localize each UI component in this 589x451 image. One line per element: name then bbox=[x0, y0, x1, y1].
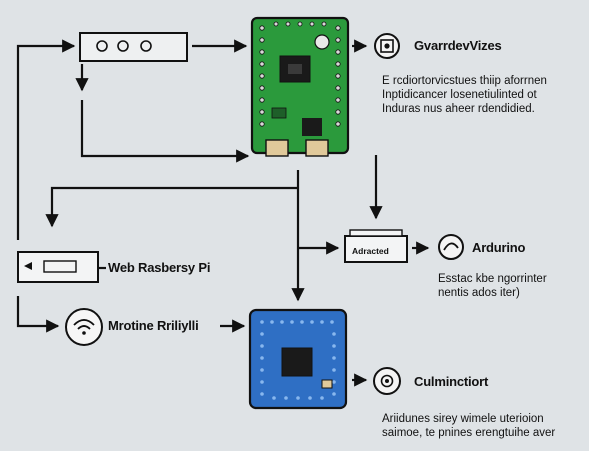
gear-icon bbox=[96, 40, 152, 52]
top-right-desc-1: E rcdiortorvicstues thiip aforrnen bbox=[382, 75, 547, 87]
settings-box bbox=[79, 32, 188, 62]
arduino-label: Ardurino bbox=[472, 240, 526, 255]
bottom-right-label: Culminctiort bbox=[414, 374, 489, 389]
arduino-desc-1: Esstac kbe ngorrinter bbox=[438, 273, 547, 285]
camera-icon bbox=[374, 33, 400, 59]
web-device bbox=[17, 251, 99, 283]
green-board bbox=[250, 16, 350, 157]
wifi-icon bbox=[65, 308, 103, 346]
motion-label: Mrotine Rriliylli bbox=[108, 318, 199, 333]
arrow-to-green-bottom bbox=[80, 100, 250, 163]
arrow-left-to-settings bbox=[16, 39, 76, 240]
web-label: Web Rasbersy Pi bbox=[108, 260, 211, 275]
top-right-desc-2: Inptidicancer losenetiulinted ot bbox=[382, 89, 537, 101]
target-icon bbox=[373, 367, 401, 395]
connectors bbox=[16, 39, 430, 387]
adapted-box bbox=[344, 229, 408, 263]
bottom-right-desc-2: saimoe, te pnines erengtuihe aver bbox=[382, 427, 556, 439]
arrow-mid-to-web bbox=[45, 186, 298, 228]
top-right-label: GvarrdevVizes bbox=[414, 38, 502, 53]
adapted-label: Adracted bbox=[352, 246, 389, 256]
arduino-desc-2: nentis ados iter) bbox=[438, 287, 520, 299]
sync-icon bbox=[438, 234, 464, 260]
blue-board bbox=[248, 308, 348, 410]
bottom-right-desc-1: Ariidunes sirey wimele uterioion bbox=[382, 413, 544, 425]
arrow-web-to-motion bbox=[16, 296, 60, 333]
top-right-desc-3: Induras nus aheer rdendidied. bbox=[382, 103, 535, 115]
